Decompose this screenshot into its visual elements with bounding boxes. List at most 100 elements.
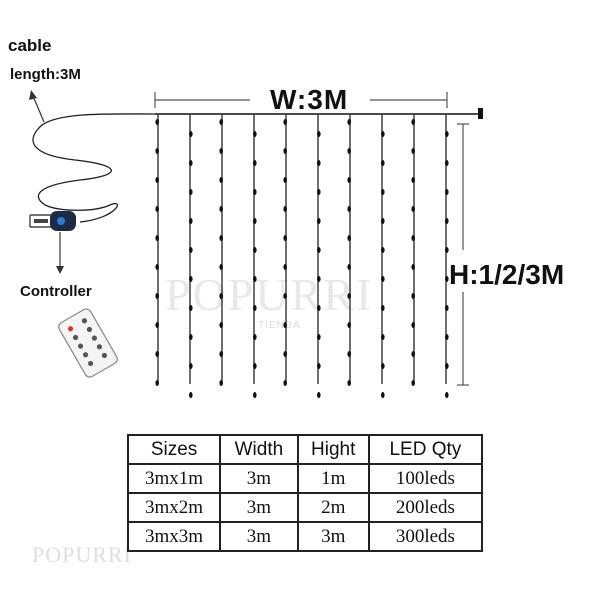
led-bulb (445, 247, 449, 253)
led-bulb (155, 322, 159, 328)
table-cell: 1m (296, 463, 370, 494)
cable-wire (32, 113, 156, 223)
led-bulb (155, 351, 159, 357)
led-bulb (189, 131, 193, 137)
height-dimension (457, 123, 469, 386)
led-bulb (317, 189, 321, 195)
led-bulb (155, 235, 159, 241)
led-bulb (317, 218, 321, 224)
led-bulb (253, 160, 257, 166)
led-bulb (445, 305, 449, 311)
led-bulb (189, 218, 193, 224)
led-bulb (381, 392, 385, 398)
led-bulb (219, 148, 223, 154)
led-bulb (155, 380, 159, 386)
watermark-sub: TIENDA (258, 320, 301, 331)
table-cell: 3m (219, 463, 299, 494)
led-bulb (155, 206, 159, 212)
table-row: 3mx1m 3m 1m 100leds (126, 463, 484, 494)
header-sizes: Sizes (126, 434, 222, 465)
led-bulb (219, 264, 223, 270)
led-bulb (253, 218, 257, 224)
led-bulb (189, 276, 193, 282)
led-bulb (317, 334, 321, 340)
led-bulb (219, 235, 223, 241)
led-bulb (253, 363, 257, 369)
led-bulb (411, 119, 416, 125)
led-bulb (347, 322, 352, 328)
led-bulb (347, 177, 352, 183)
table-cell: 2m (296, 492, 370, 523)
led-bulb (283, 351, 288, 357)
led-bulb (381, 160, 385, 166)
led-strands (157, 114, 447, 384)
led-bulb (445, 131, 449, 137)
led-bulb (347, 293, 352, 299)
led-bulb (253, 189, 257, 195)
led-bulb (317, 392, 321, 398)
led-bulb (283, 177, 288, 183)
header-height: Hight (296, 434, 370, 465)
led-bulb (381, 363, 385, 369)
led-bulb (381, 218, 385, 224)
led-bulb (445, 392, 449, 398)
led-bulb (381, 131, 385, 137)
table-cell: 3m (296, 521, 370, 552)
led-bulb (219, 206, 223, 212)
led-bulb (283, 206, 288, 212)
led-bulb (253, 392, 257, 398)
led-bulb (347, 119, 352, 125)
led-bulb (219, 380, 223, 386)
led-bulb (347, 235, 352, 241)
curtain-light-diagram (29, 90, 483, 398)
led-bulb (445, 334, 449, 340)
led-bulb (283, 380, 288, 386)
led-bulb (219, 322, 223, 328)
width-dimension (154, 92, 448, 108)
usb-plug-icon (29, 211, 76, 231)
led-bulb (317, 276, 321, 282)
header-width: Width (219, 434, 299, 465)
wire-end-cap (478, 108, 483, 119)
led-bulb (347, 148, 352, 154)
led-bulb (189, 392, 193, 398)
led-bulb (219, 177, 223, 183)
led-bulb (317, 160, 321, 166)
led-bulb (283, 293, 288, 299)
led-bulb (381, 334, 385, 340)
header-led-qty: LED Qty (367, 434, 484, 465)
led-bulb (347, 380, 352, 386)
led-bulb (347, 264, 352, 270)
height-label: H:1/2/3M (449, 259, 565, 290)
led-bulb (381, 276, 385, 282)
led-bulb (283, 322, 288, 328)
led-bulb (219, 293, 223, 299)
watermark-bottom: POPURRI (32, 542, 132, 567)
led-bulb (219, 351, 223, 357)
led-bulb (445, 276, 449, 282)
led-bulb (155, 119, 159, 125)
led-bulb (253, 247, 257, 253)
led-bulb (189, 189, 193, 195)
watermark-main: POPURRI (165, 269, 374, 320)
led-bulb (411, 235, 416, 241)
cable-label: cable (8, 36, 52, 55)
led-bulb (155, 264, 159, 270)
led-bulb (411, 380, 416, 386)
led-bulb (445, 218, 449, 224)
table-cell: 100leds (367, 463, 484, 494)
controller-arrow (56, 232, 64, 274)
remote-controller-icon (58, 308, 118, 378)
led-bulb (283, 264, 288, 270)
controller-label: Controller (20, 283, 92, 300)
led-bulb (283, 148, 288, 154)
table-cell: 3m (219, 521, 299, 552)
led-bulb (253, 131, 257, 137)
table-cell: 200leds (367, 492, 484, 523)
led-bulb (283, 235, 288, 241)
led-bulb (381, 189, 385, 195)
led-dots (155, 119, 449, 398)
led-bulb (189, 247, 193, 253)
led-bulb (253, 334, 257, 340)
led-bulb (445, 160, 449, 166)
